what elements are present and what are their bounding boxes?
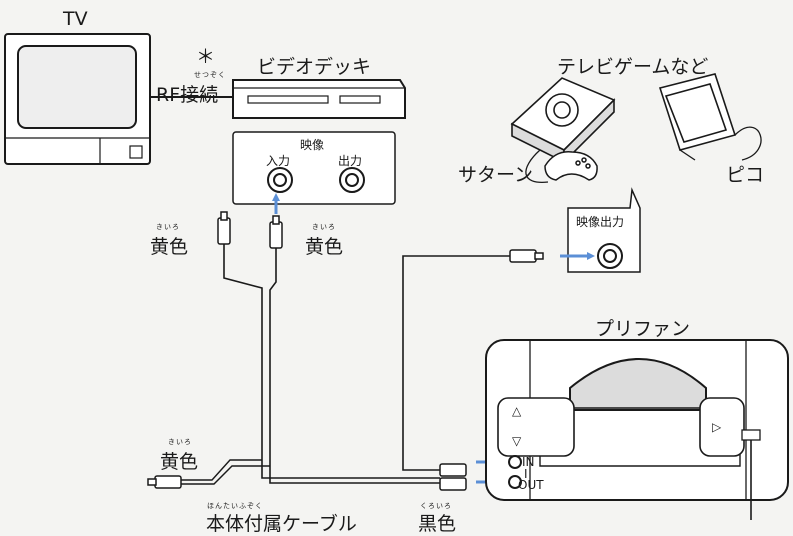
tv-label: TV: [63, 8, 88, 30]
pico-label: ピコ: [726, 164, 765, 186]
cable-label: 本体付属ケーブル: [206, 513, 357, 535]
right-arrow-icon: ▷: [712, 420, 722, 434]
purifan-label: プリファン: [595, 318, 691, 340]
vcr-icon: [232, 79, 406, 119]
output-label: 出力: [338, 154, 363, 168]
rf-connection-ruby: せつぞく: [194, 71, 226, 79]
black-label: 黒色: [418, 513, 457, 535]
video-jack-panel: [232, 131, 396, 205]
yellow-bottom-ruby: きいろ: [168, 438, 192, 446]
port-in-label: IN: [522, 455, 535, 469]
yellow-plug-right: [269, 215, 283, 249]
gamepad-icon: [544, 151, 598, 181]
purifan-plugs: [439, 463, 467, 491]
rf-connection-label: RF接続: [156, 84, 219, 106]
yellow-right-ruby: きいろ: [312, 223, 336, 231]
console-cable: [402, 255, 535, 471]
input-label: 入力: [266, 154, 291, 168]
vcr-label: ビデオデッキ: [257, 56, 372, 78]
yellow-left-label: 黄色: [150, 236, 189, 258]
yellow-plug-bottom: [147, 475, 182, 489]
yellow-right-label: 黄色: [305, 236, 344, 258]
controller-cord: [525, 149, 549, 183]
yellow-plug-left: [217, 211, 231, 245]
included-cable: [178, 244, 440, 485]
game-consoles-label: テレビゲームなど: [557, 56, 709, 78]
video-label: 映像: [300, 138, 325, 152]
up-arrow-icon: △: [512, 404, 522, 418]
video-out-callout: [567, 187, 641, 273]
down-arrow-icon: ▽: [512, 434, 522, 448]
yellow-bottom-label: 黄色: [160, 451, 199, 473]
port-sep-label: I: [524, 467, 528, 481]
asterisk-mark: ＊: [196, 46, 216, 68]
game-console-icon: [510, 77, 616, 164]
cable-ruby: ほんたいふぞく: [207, 502, 263, 510]
saturn-label: サターン: [458, 164, 534, 186]
port-out-label: OUT: [518, 478, 544, 492]
console-plug: [509, 249, 544, 263]
tv-icon: [4, 33, 151, 165]
video-out-label: 映像出力: [576, 215, 625, 229]
device-icon: [485, 339, 789, 520]
handheld-console-icon: [658, 73, 762, 161]
black-ruby: くろいろ: [420, 502, 452, 510]
yellow-left-ruby: きいろ: [156, 223, 180, 231]
